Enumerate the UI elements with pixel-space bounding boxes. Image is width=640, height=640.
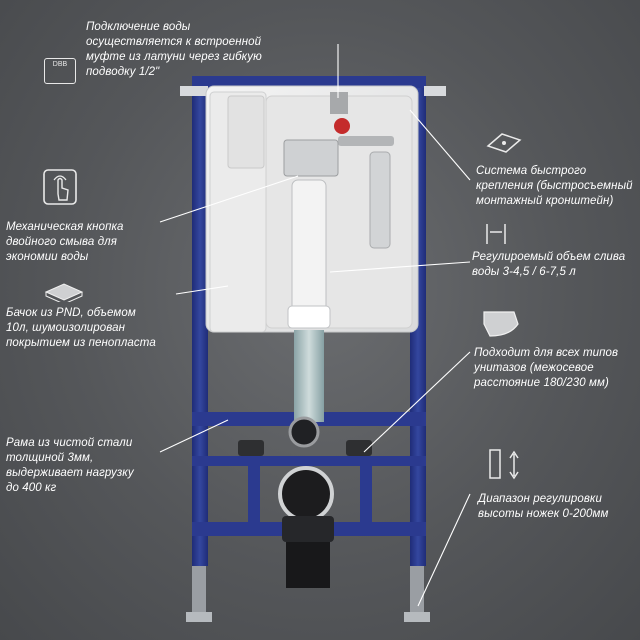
leader-legs — [417, 493, 471, 607]
flush-mechanism-top — [283, 139, 339, 177]
frame-top-bar — [192, 76, 426, 88]
right-foot-plate — [404, 612, 430, 622]
right-bolt — [346, 440, 372, 456]
volume-icon — [486, 224, 506, 244]
leader-button — [159, 175, 299, 223]
top-right-bracket — [424, 86, 446, 96]
left-bolt — [238, 440, 264, 456]
water-inlet-valve — [330, 92, 348, 114]
cistern-top-module — [227, 95, 265, 169]
outlet-pipe — [294, 330, 324, 422]
leader-fits — [363, 351, 471, 453]
flush-valve — [291, 179, 327, 317]
flush-valve-base — [287, 305, 331, 329]
drain-connector — [282, 516, 334, 542]
toilet-icon — [483, 311, 519, 337]
top-left-bracket — [180, 86, 208, 96]
leader-frame — [159, 419, 229, 453]
frame-lower-bar — [192, 456, 426, 466]
leader-volume — [329, 261, 471, 273]
fill-valve-arm — [338, 136, 394, 146]
foam-sheet-icon — [44, 283, 84, 302]
frame-left-post — [192, 78, 208, 566]
left-foot-plate — [186, 612, 212, 622]
drain-ring — [278, 466, 334, 522]
leader-lines — [159, 44, 471, 607]
button-panel-text: DBB — [52, 61, 68, 68]
label-steel-frame: Рама из чистой стали толщиной 3мм, выдер… — [6, 437, 134, 494]
touch-icon — [43, 169, 77, 205]
label-quick-mount: Система быстрого крепления (быстросъемны… — [476, 165, 633, 207]
label-dual-flush-button: Механическая кнопка двойного смыва для э… — [6, 221, 124, 263]
left-foot — [192, 560, 206, 620]
right-foot — [410, 560, 424, 620]
red-valve — [334, 118, 350, 134]
float-valve — [369, 151, 391, 249]
label-flush-volume: Регулироемый объем слива воды 3-4,5 / 6-… — [472, 251, 626, 278]
pipe-ring — [288, 416, 320, 448]
frame-inner-left — [248, 456, 260, 528]
leader-tank — [175, 285, 229, 295]
label-tank: Бачок из PND, объемом 10л, шумоизолирова… — [6, 307, 156, 349]
button-panel-icon: DBB — [44, 58, 76, 84]
label-fits-all-toilets: Подходит для всех типов унитазов (межосе… — [474, 347, 619, 389]
leader-mount — [409, 109, 471, 181]
drain-pipe — [286, 540, 330, 588]
label-leg-adjustment: Диапазон регулировки высоты ножек 0-200м… — [478, 493, 609, 520]
label-water-connection: Подключение воды осуществляется к встрое… — [86, 21, 262, 78]
frame-inner-right — [360, 456, 372, 528]
height-adjust-icon — [489, 449, 519, 480]
bracket-icon — [486, 133, 522, 153]
